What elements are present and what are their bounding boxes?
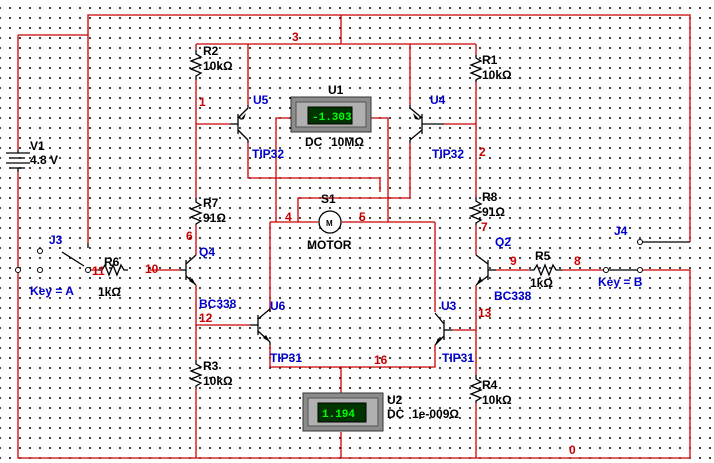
node-label-13: 13 (478, 306, 492, 320)
resistor-r8[interactable]: R8 91Ω (469, 190, 505, 225)
node-label-16: 16 (374, 353, 388, 367)
switch-j4-name: J4 (614, 224, 628, 238)
meter-u2-mode: DC (387, 407, 405, 421)
wires (17, 14, 691, 459)
node-labels: 0 1 2 3 4 5 6 7 8 9 10 11 12 13 16 (92, 30, 581, 457)
transistor-u6-model: TIP31 (270, 351, 302, 365)
transistor-u6-name: U6 (270, 299, 286, 313)
resistor-r4[interactable]: R4 10kΩ (469, 375, 512, 407)
node-label-3: 3 (292, 30, 299, 44)
motor-name: S1 (321, 192, 336, 206)
resistor-r7-value: 91Ω (203, 211, 226, 225)
node-label-5: 5 (359, 210, 366, 224)
battery-v1-value: 4.8 V (30, 153, 58, 167)
node-label-9: 9 (510, 254, 517, 268)
motor-symbol: M (326, 219, 333, 228)
motor-label: MOTOR (307, 238, 352, 252)
node-label-4: 4 (285, 210, 292, 224)
resistor-r5-value: 1kΩ (530, 276, 553, 290)
resistor-r4-value: 10kΩ (482, 393, 512, 407)
meter-u1-name: U1 (328, 83, 344, 97)
resistor-r3-value: 10kΩ (203, 374, 233, 388)
resistor-r1-name: R1 (482, 53, 498, 67)
transistor-q4-name: Q4 (199, 245, 215, 259)
switch-j4[interactable]: J4 Key = B (598, 224, 690, 289)
meter-u1-reading: -1.303 (312, 112, 352, 124)
resistor-r2-value: 10kΩ (203, 59, 233, 73)
transistor-u3-name: U3 (441, 299, 457, 313)
resistor-r6-name: R6 (104, 255, 120, 269)
resistor-r7-name: R7 (203, 196, 219, 210)
resistor-r1-value: 10kΩ (482, 68, 512, 82)
transistor-u4-model: TIP32 (432, 147, 464, 161)
transistor-u5-model: TIP32 (252, 147, 284, 161)
meter-u2-name: U2 (387, 393, 403, 407)
meter-u2-param: 1e-009Ω (412, 407, 459, 421)
transistor-u4[interactable]: U4 TIP32 (409, 93, 464, 161)
transistor-q2-model: BC338 (494, 289, 532, 303)
resistor-r3[interactable]: R3 10kΩ (189, 359, 233, 388)
motor-s1[interactable]: M S1 MOTOR (307, 192, 352, 252)
transistor-q4-model: BC338 (199, 297, 237, 311)
switch-j3-name: J3 (49, 233, 63, 247)
transistor-u5-name: U5 (253, 93, 269, 107)
node-label-8: 8 (574, 254, 581, 268)
meter-u1[interactable]: -1.303 U1 DC 10MΩ (290, 83, 372, 149)
node-label-7: 7 (481, 220, 488, 234)
resistor-r1[interactable]: R1 10kΩ (469, 53, 512, 82)
transistor-q2[interactable]: Q2 BC338 (475, 235, 532, 303)
resistor-r5[interactable]: R5 1kΩ (530, 249, 562, 290)
node-label-2: 2 (479, 145, 486, 159)
resistor-r2-name: R2 (203, 44, 219, 58)
battery-v1-name: V1 (30, 139, 45, 153)
node-label-11: 11 (92, 264, 105, 278)
switch-j3[interactable]: J3 Key = A (15, 233, 91, 298)
node-label-12: 12 (199, 311, 213, 325)
switch-j3-key: Key = A (30, 284, 74, 298)
switch-j4-key: Key = B (598, 275, 643, 289)
transistor-q4[interactable]: Q4 BC338 (180, 245, 237, 311)
meter-u1-param: 10MΩ (331, 135, 364, 149)
resistor-r6-value: 1kΩ (98, 285, 121, 299)
transistor-u6[interactable]: U6 TIP31 (250, 299, 302, 365)
transistor-u5[interactable]: U5 TIP32 (230, 93, 284, 161)
node-label-0: 0 (569, 443, 576, 457)
meter-u1-mode: DC (305, 135, 323, 149)
resistor-r8-value: 91Ω (482, 205, 505, 219)
resistor-r5-name: R5 (535, 249, 551, 263)
transistor-u4-name: U4 (430, 93, 446, 107)
resistor-r2[interactable]: R2 10kΩ (189, 44, 233, 80)
resistor-r7[interactable]: R7 91Ω (189, 196, 226, 225)
resistor-r8-name: R8 (482, 190, 498, 204)
transistor-u3[interactable]: U3 TIP31 (434, 299, 474, 365)
transistor-q2-name: Q2 (495, 235, 511, 249)
meter-u2[interactable]: 1.194 U2 DC 1e-009Ω (302, 392, 459, 432)
battery-v1[interactable]: V1 4.8 V (6, 139, 58, 172)
resistor-r3-name: R3 (203, 359, 219, 373)
node-label-10: 10 (145, 262, 159, 276)
meter-u2-reading: 1.194 (322, 409, 355, 421)
node-label-1: 1 (199, 95, 206, 109)
node-label-6: 6 (186, 229, 193, 243)
resistor-r4-name: R4 (482, 378, 498, 392)
resistor-r6[interactable]: R6 1kΩ (98, 255, 128, 299)
transistor-u3-model: TIP31 (442, 351, 474, 365)
